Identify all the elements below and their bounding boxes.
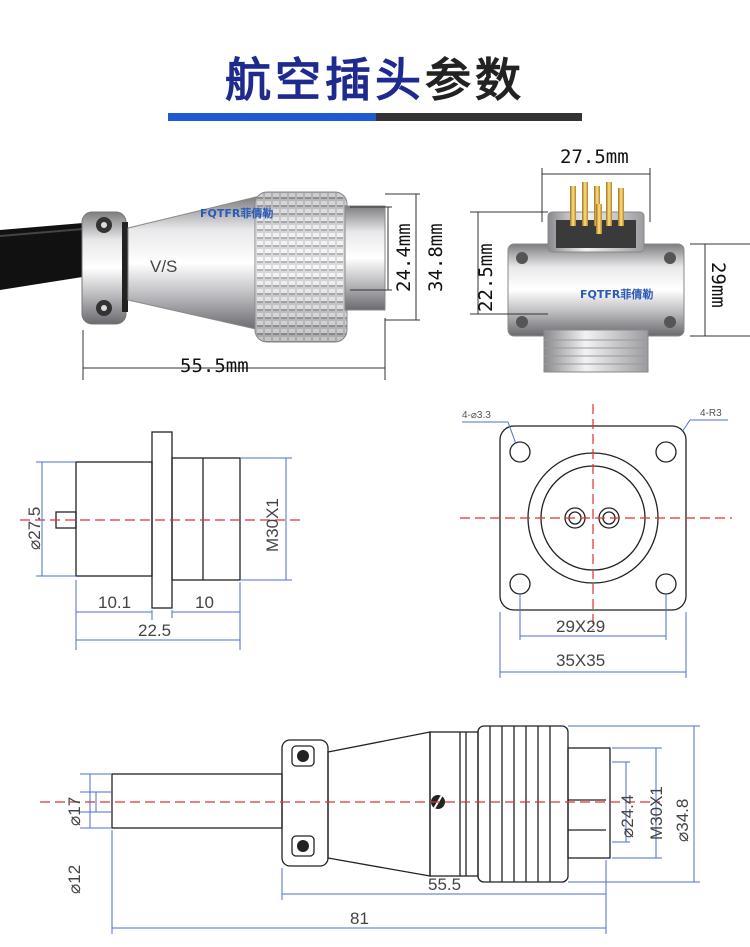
title-underline-blue — [168, 113, 376, 121]
plug-d34-label: ⌀34.8 — [673, 799, 692, 842]
plug-thread-label: M30X1 — [647, 786, 666, 840]
front-hole-note: 4-⌀3.3 — [462, 410, 491, 421]
socket-right-label: 29mm — [707, 262, 729, 308]
side-d2-label: 10 — [195, 593, 214, 612]
logo-mark: V/S — [150, 257, 177, 276]
plug-length-label: 55.5mm — [180, 355, 249, 377]
plug-d24-label: ⌀24.4 — [618, 795, 637, 838]
socket-top-label: 27.5mm — [560, 146, 629, 168]
title-part1: 航空插头 — [225, 53, 425, 107]
side-diam-label: ⌀27.5 — [25, 507, 44, 550]
socket-brand: FQTFR菲倩勒 — [580, 287, 653, 301]
side-total-label: 22.5 — [138, 621, 171, 640]
plug-brand: FQTFR菲倩勒 — [200, 206, 273, 220]
socket-photo: FQTFR菲倩勒 — [507, 182, 685, 373]
side-thread-label: M30X1 — [263, 498, 282, 552]
plug-photo: V/S FQTFR菲倩勒 — [0, 191, 386, 343]
plug-side-drawing — [111, 725, 611, 883]
plug-diam2-label: 34.8mm — [425, 223, 447, 292]
plug-d17-label: ⌀17 — [65, 797, 84, 826]
title-underline-dark — [376, 113, 582, 121]
page-title: 航空插头参数 — [0, 44, 750, 110]
socket-left-label: 22.5mm — [475, 243, 497, 312]
front-outer-label: 35X35 — [556, 651, 605, 670]
plug-len2-label: 81 — [350, 909, 369, 928]
plug-diam1-label: 24.4mm — [393, 223, 415, 292]
plug-len1-label: 55.5 — [428, 875, 461, 894]
side-d1-label: 10.1 — [98, 593, 131, 612]
front-inner-label: 29X29 — [556, 617, 605, 636]
plug-d12-label: ⌀12 — [65, 865, 84, 894]
front-radius-note: 4-R3 — [700, 408, 722, 419]
title-part2: 参数 — [425, 53, 525, 107]
